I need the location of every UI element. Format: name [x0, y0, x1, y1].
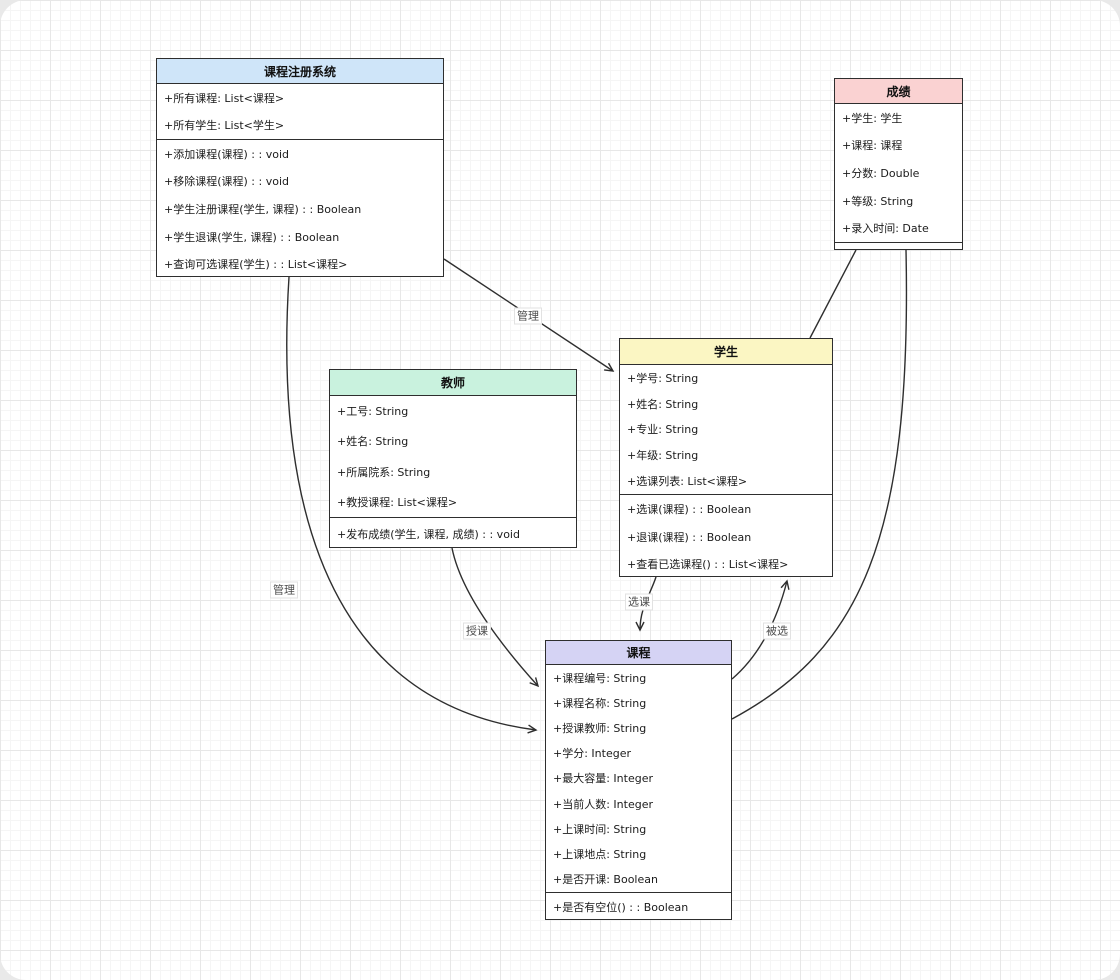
class-attribute-row: +最大容量: Integer [553, 772, 653, 786]
class-method-section: +添加课程(课程) : : void +移除课程(课程) : : void +学生注… [157, 140, 443, 278]
class-box-student[interactable]: 学生 +学号: String +姓名: String +专业: String +年级: … [619, 338, 833, 577]
class-box-grade[interactable]: 成绩 +学生: 学生 +课程: 课程 +分数: Double +等级: String +录… [834, 78, 963, 250]
class-method-row: +移除课程(课程) : : void [164, 175, 289, 189]
class-method-row: +是否有空位() : : Boolean [553, 901, 689, 914]
class-attribute-row: +上课地点: String [553, 848, 647, 862]
class-attribute-row: +授课教师: String [553, 722, 647, 736]
class-method-section: +发布成绩(学生, 课程, 成绩) : : void [330, 518, 576, 549]
class-method-section: +选课(课程) : : Boolean +退课(课程) : : Boolean +查… [620, 495, 832, 578]
class-attribute-section: +工号: String +姓名: String +所属院系: String +教授课程… [330, 396, 576, 518]
class-attribute-row: +录入时间: Date [842, 222, 929, 236]
edge-label-regsys-manages-course[interactable]: 管理 [270, 581, 298, 599]
class-method-row: +添加课程(课程) : : void [164, 147, 289, 161]
class-attribute-row: +课程名称: String [553, 696, 647, 710]
edge-label-teacher-teaches-course[interactable]: 授课 [463, 622, 491, 640]
class-attribute-row: +所有学生: List<学生> [164, 119, 285, 133]
class-method-section [835, 243, 962, 251]
class-method-row: +学生退课(学生, 课程) : : Boolean [164, 230, 340, 244]
class-attribute-section: +所有课程: List<课程> +所有学生: List<学生> [157, 84, 443, 140]
class-attribute-row: +姓名: String [337, 435, 409, 449]
class-attribute-row: +学分: Integer [553, 747, 631, 761]
edge-label-regsys-manages-student[interactable]: 管理 [514, 307, 542, 325]
class-method-row: +查询可选课程(学生) : : List<课程> [164, 258, 348, 272]
class-attribute-row: +当前人数: Integer [553, 797, 653, 811]
class-method-row: +学生注册课程(学生, 课程) : : Boolean [164, 202, 362, 216]
class-attribute-row: +学号: String [627, 371, 699, 385]
class-title: 成绩 [835, 79, 962, 104]
class-method-row: +查看已选课程() : : List<课程> [627, 558, 789, 572]
class-method-row: +选课(课程) : : Boolean [627, 502, 752, 516]
class-title: 课程注册系统 [157, 59, 443, 84]
class-attribute-row: +选课列表: List<课程> [627, 475, 748, 489]
class-title: 学生 [620, 339, 832, 365]
class-box-course-registration-system[interactable]: 课程注册系统 +所有课程: List<课程> +所有学生: List<学生> +添加课… [156, 58, 444, 277]
class-attribute-row: +专业: String [627, 423, 699, 437]
class-attribute-row: +工号: String [337, 405, 409, 419]
class-title: 课程 [546, 641, 731, 665]
class-attribute-row: +年级: String [627, 449, 699, 463]
edge-label-student-selects-course[interactable]: 选课 [625, 593, 653, 611]
class-attribute-section: +学号: String +姓名: String +专业: String +年级: St… [620, 365, 832, 495]
class-method-row: +退课(课程) : : Boolean [627, 530, 752, 544]
edge-label-course-selected-by-student[interactable]: 被选 [763, 622, 791, 640]
edge-student-grade[interactable] [809, 249, 857, 339]
class-attribute-row: +所有课程: List<课程> [164, 91, 285, 105]
class-method-section: +是否有空位() : : Boolean [546, 893, 731, 921]
class-title: 教师 [330, 370, 576, 396]
class-attribute-row: +学生: 学生 [842, 111, 903, 125]
class-box-course[interactable]: 课程 +课程编号: String +课程名称: String +授课教师: Strin… [545, 640, 732, 920]
edge-teacher-teaches-course[interactable] [451, 547, 540, 688]
class-attribute-row: +所属院系: String [337, 465, 431, 479]
class-attribute-section: +课程编号: String +课程名称: String +授课教师: String +… [546, 665, 731, 893]
class-method-row: +发布成绩(学生, 课程, 成绩) : : void [337, 527, 520, 541]
class-attribute-row: +上课时间: String [553, 822, 647, 836]
class-attribute-row: +是否开课: Boolean [553, 873, 658, 887]
class-attribute-row: +分数: Double [842, 166, 920, 180]
class-attribute-row: +课程: 课程 [842, 139, 903, 153]
class-attribute-row: +教授课程: List<课程> [337, 495, 458, 509]
class-attribute-row: +姓名: String [627, 397, 699, 411]
class-box-teacher[interactable]: 教师 +工号: String +姓名: String +所属院系: String +教授… [329, 369, 577, 548]
class-attribute-row: +等级: String [842, 194, 914, 208]
class-attribute-row: +课程编号: String [553, 671, 647, 685]
class-attribute-section: +学生: 学生 +课程: 课程 +分数: Double +等级: String +录入时… [835, 104, 962, 243]
